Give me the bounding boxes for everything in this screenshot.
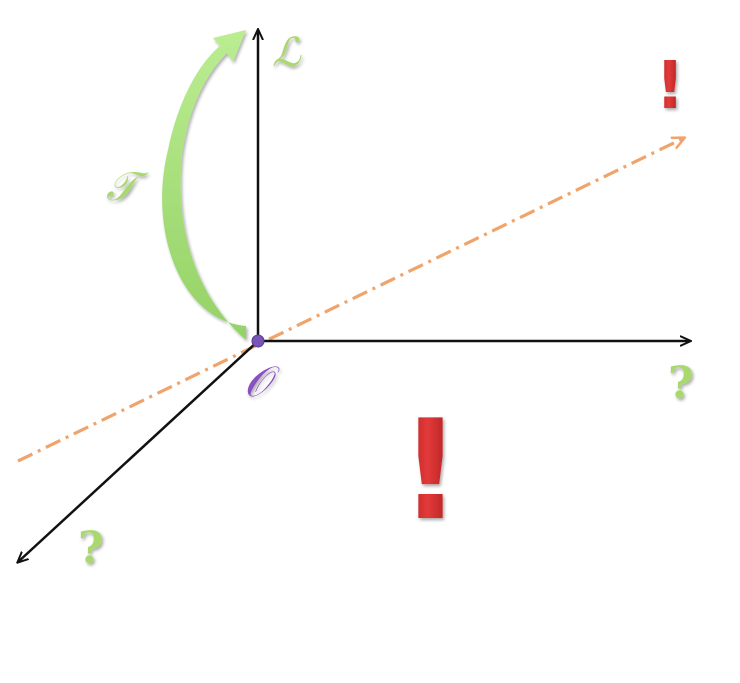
vertical-axis-label: ℒ [272,30,302,76]
origin-dot [251,334,265,348]
rotation-arrow [162,30,246,340]
center-exclamation-mark: ! [399,390,462,551]
front-axis-question-mark: ? [78,523,104,574]
right-axis-question-mark: ? [668,358,694,409]
rotation-label: 𝒯 [106,164,149,210]
front-diagonal-axis [18,340,259,562]
origin-label: 𝒪 [244,357,280,406]
far-exclamation-mark: ! [655,47,685,124]
